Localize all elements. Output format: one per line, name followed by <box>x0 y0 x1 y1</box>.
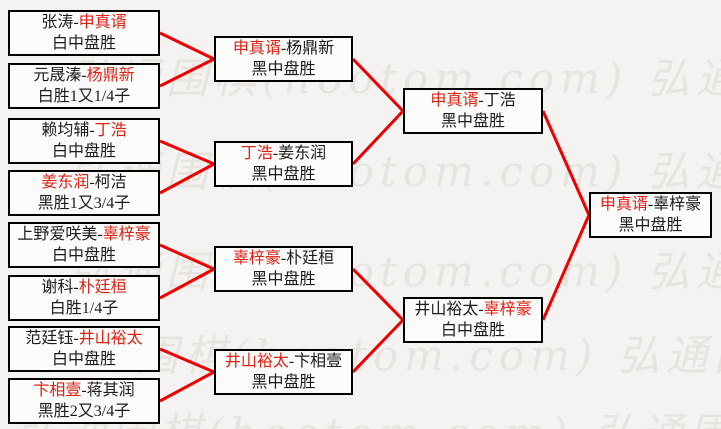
match-players: 元晟溱-杨鼎新 <box>33 65 134 86</box>
match-result: 白中盘胜 <box>440 322 505 339</box>
match-players: 卞相壹-蒋其润 <box>33 380 134 401</box>
winner-name: 朴廷桓 <box>78 279 127 296</box>
match-box: 元晟溱-杨鼎新白胜1又1/4子 <box>8 63 160 109</box>
match-players: 井山裕太-辜梓豪 <box>414 299 531 320</box>
player-separator: - <box>89 174 95 191</box>
match-result: 黑胜1又3/4子 <box>37 195 131 212</box>
watermark-text: 弘通围棋(hootom.com) 弘通围棋(hootom.com) 弘通围棋(h… <box>15 400 721 429</box>
player-name: 谢科 <box>41 279 74 296</box>
player-separator: - <box>97 226 103 243</box>
winner-name: 申真谞 <box>78 14 127 31</box>
match-players: 申真谞-丁浩 <box>430 90 515 111</box>
player-separator: - <box>280 250 287 267</box>
player-separator: - <box>73 330 79 347</box>
winner-name: 丁浩 <box>240 145 273 162</box>
winner-name: 姜东润 <box>41 174 90 191</box>
match-box: 申真谞-辜梓豪黑中盘胜 <box>589 192 712 238</box>
watermark-text: 弘通围棋(hootom.com) 弘通围棋(hootom.com) 弘通围棋(h… <box>70 54 721 103</box>
match-result: 黑中盘胜 <box>251 61 316 78</box>
match-box: 井山裕太-卞相壹黑中盘胜 <box>214 349 353 395</box>
winner-name: 卞相壹 <box>33 382 82 399</box>
winner-name: 申真谞 <box>599 196 648 213</box>
player-separator: - <box>89 122 95 139</box>
match-result: 白胜1/4子 <box>49 300 119 317</box>
watermark-text: 弘通围棋(hootom.com) 弘通围棋(hootom.com) 弘通围棋(h… <box>70 247 721 296</box>
winner-name: 井山裕太 <box>224 353 289 370</box>
player-name: 上野爱咲美 <box>17 226 98 243</box>
match-box: 谢科-朴廷桓白胜1/4子 <box>8 275 160 321</box>
winner-name: 辜梓豪 <box>232 250 281 267</box>
player-name: 元晟溱 <box>33 67 82 84</box>
match-players: 丁浩-姜东润 <box>241 143 326 164</box>
player-name: 赖均辅 <box>41 122 90 139</box>
match-box: 辜梓豪-朴廷桓黑中盘胜 <box>214 246 353 292</box>
match-players: 谢科-朴廷桓 <box>41 277 126 298</box>
match-box: 丁浩-姜东润黑中盘胜 <box>214 141 353 187</box>
player-separator: - <box>280 40 287 57</box>
winner-name: 辜梓豪 <box>102 226 151 243</box>
player-name: 井山裕太 <box>414 301 479 318</box>
player-name: 辜梓豪 <box>653 196 702 213</box>
winner-name: 杨鼎新 <box>86 67 135 84</box>
match-result: 白中盘胜 <box>51 351 116 368</box>
player-name: 朴廷桓 <box>286 250 335 267</box>
player-separator: - <box>81 67 87 84</box>
player-separator: - <box>647 196 654 213</box>
match-result: 黑中盘胜 <box>251 374 316 391</box>
match-result: 黑中盘胜 <box>251 166 316 183</box>
match-players: 申真谞-杨鼎新 <box>233 38 334 59</box>
player-separator: - <box>478 92 484 109</box>
match-box: 卞相壹-蒋其润黑胜2又3/4子 <box>8 378 160 424</box>
match-players: 井山裕太-卞相壹 <box>225 351 342 372</box>
match-box: 井山裕太-辜梓豪白中盘胜 <box>403 297 543 343</box>
winner-name: 辜梓豪 <box>483 301 532 318</box>
player-name: 丁浩 <box>483 92 516 109</box>
winner-name: 井山裕太 <box>78 330 143 347</box>
player-name: 蒋其润 <box>86 382 135 399</box>
player-separator: - <box>81 382 87 399</box>
player-name: 姜东润 <box>278 145 327 162</box>
winner-name: 申真谞 <box>430 92 479 109</box>
match-players: 范廷钰-井山裕太 <box>25 328 142 349</box>
match-players: 申真谞-辜梓豪 <box>600 194 701 215</box>
player-separator: - <box>478 301 484 318</box>
match-box: 范廷钰-井山裕太白中盘胜 <box>8 326 160 372</box>
player-separator: - <box>73 279 79 296</box>
match-result: 黑中盘胜 <box>618 217 683 234</box>
match-result: 白中盘胜 <box>51 35 116 52</box>
match-result: 黑中盘胜 <box>251 271 316 288</box>
player-name: 杨鼎新 <box>286 40 335 57</box>
match-box: 姜东润-柯洁黑胜1又3/4子 <box>8 170 160 216</box>
match-result: 黑中盘胜 <box>440 113 505 130</box>
match-box: 申真谞-丁浩黑中盘胜 <box>403 88 543 134</box>
match-players: 辜梓豪-朴廷桓 <box>233 248 334 269</box>
match-box: 张涛-申真谞白中盘胜 <box>8 10 160 56</box>
player-separator: - <box>73 14 79 31</box>
match-box: 上野爱咲美-辜梓豪白中盘胜 <box>8 222 160 268</box>
winner-name: 丁浩 <box>94 122 127 139</box>
player-name: 范廷钰 <box>25 330 74 347</box>
match-players: 张涛-申真谞 <box>41 12 126 33</box>
match-players: 赖均辅-丁浩 <box>41 120 126 141</box>
player-name: 柯洁 <box>94 174 127 191</box>
player-name: 张涛 <box>41 14 74 31</box>
winner-name: 申真谞 <box>232 40 281 57</box>
match-players: 上野爱咲美-辜梓豪 <box>17 224 150 245</box>
match-result: 黑胜2又3/4子 <box>37 403 131 420</box>
match-box: 赖均辅-丁浩白中盘胜 <box>8 118 160 164</box>
match-result: 白胜1又1/4子 <box>37 88 131 105</box>
watermark-text: 弘通围棋(hootom.com) 弘通围棋(hootom.com) 弘通围棋(h… <box>70 147 721 196</box>
player-name: 卞相壹 <box>294 353 343 370</box>
match-result: 白中盘胜 <box>51 143 116 160</box>
player-separator: - <box>272 145 279 162</box>
match-result: 白中盘胜 <box>51 247 116 264</box>
match-players: 姜东润-柯洁 <box>41 172 126 193</box>
player-separator: - <box>288 353 295 370</box>
match-box: 申真谞-杨鼎新黑中盘胜 <box>214 36 353 82</box>
